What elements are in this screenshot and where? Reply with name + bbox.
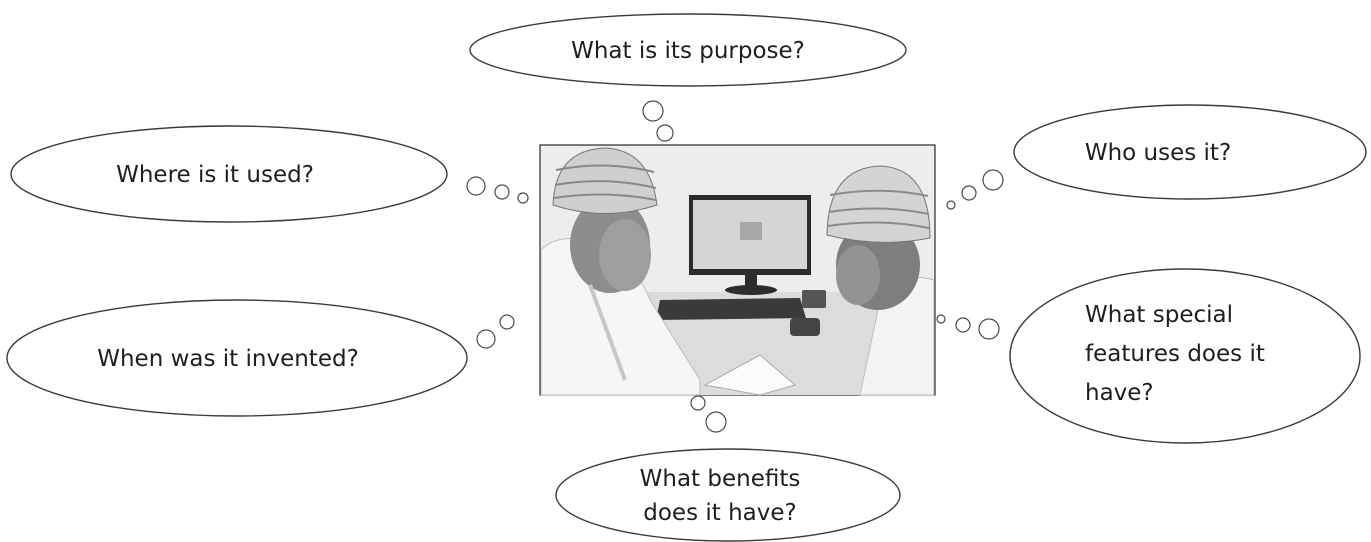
question-features-line-1: What special bbox=[1085, 302, 1233, 328]
question-benefits-line-2: does it have? bbox=[643, 500, 796, 526]
central-photo bbox=[539, 144, 936, 396]
bubble-who: Who uses it? bbox=[1013, 104, 1367, 200]
question-features-line-3: have? bbox=[1085, 380, 1154, 406]
thought-dots-benefits bbox=[690, 395, 727, 433]
question-benefits-line-1: What benefits bbox=[640, 466, 801, 492]
question-where: Where is it used? bbox=[116, 162, 314, 188]
bubble-features: What special features does it have? bbox=[1009, 268, 1361, 444]
thought-dots-who bbox=[946, 169, 1004, 210]
thought-dots-when bbox=[476, 314, 515, 349]
question-purpose: What is its purpose? bbox=[571, 38, 805, 64]
bubble-when: When was it invented? bbox=[6, 299, 468, 417]
bubble-where: Where is it used? bbox=[10, 125, 448, 223]
keyboard-icon bbox=[656, 298, 806, 320]
question-who: Who uses it? bbox=[1085, 140, 1231, 166]
thought-dots-purpose bbox=[642, 100, 674, 142]
question-when: When was it invented? bbox=[97, 346, 359, 372]
thought-dots-features bbox=[936, 314, 1000, 340]
thought-dots-where bbox=[466, 176, 529, 204]
bubble-benefits: What benefits does it have? bbox=[555, 448, 901, 542]
bubble-purpose: What is its purpose? bbox=[469, 13, 907, 87]
question-features-line-2: features does it bbox=[1085, 341, 1265, 367]
